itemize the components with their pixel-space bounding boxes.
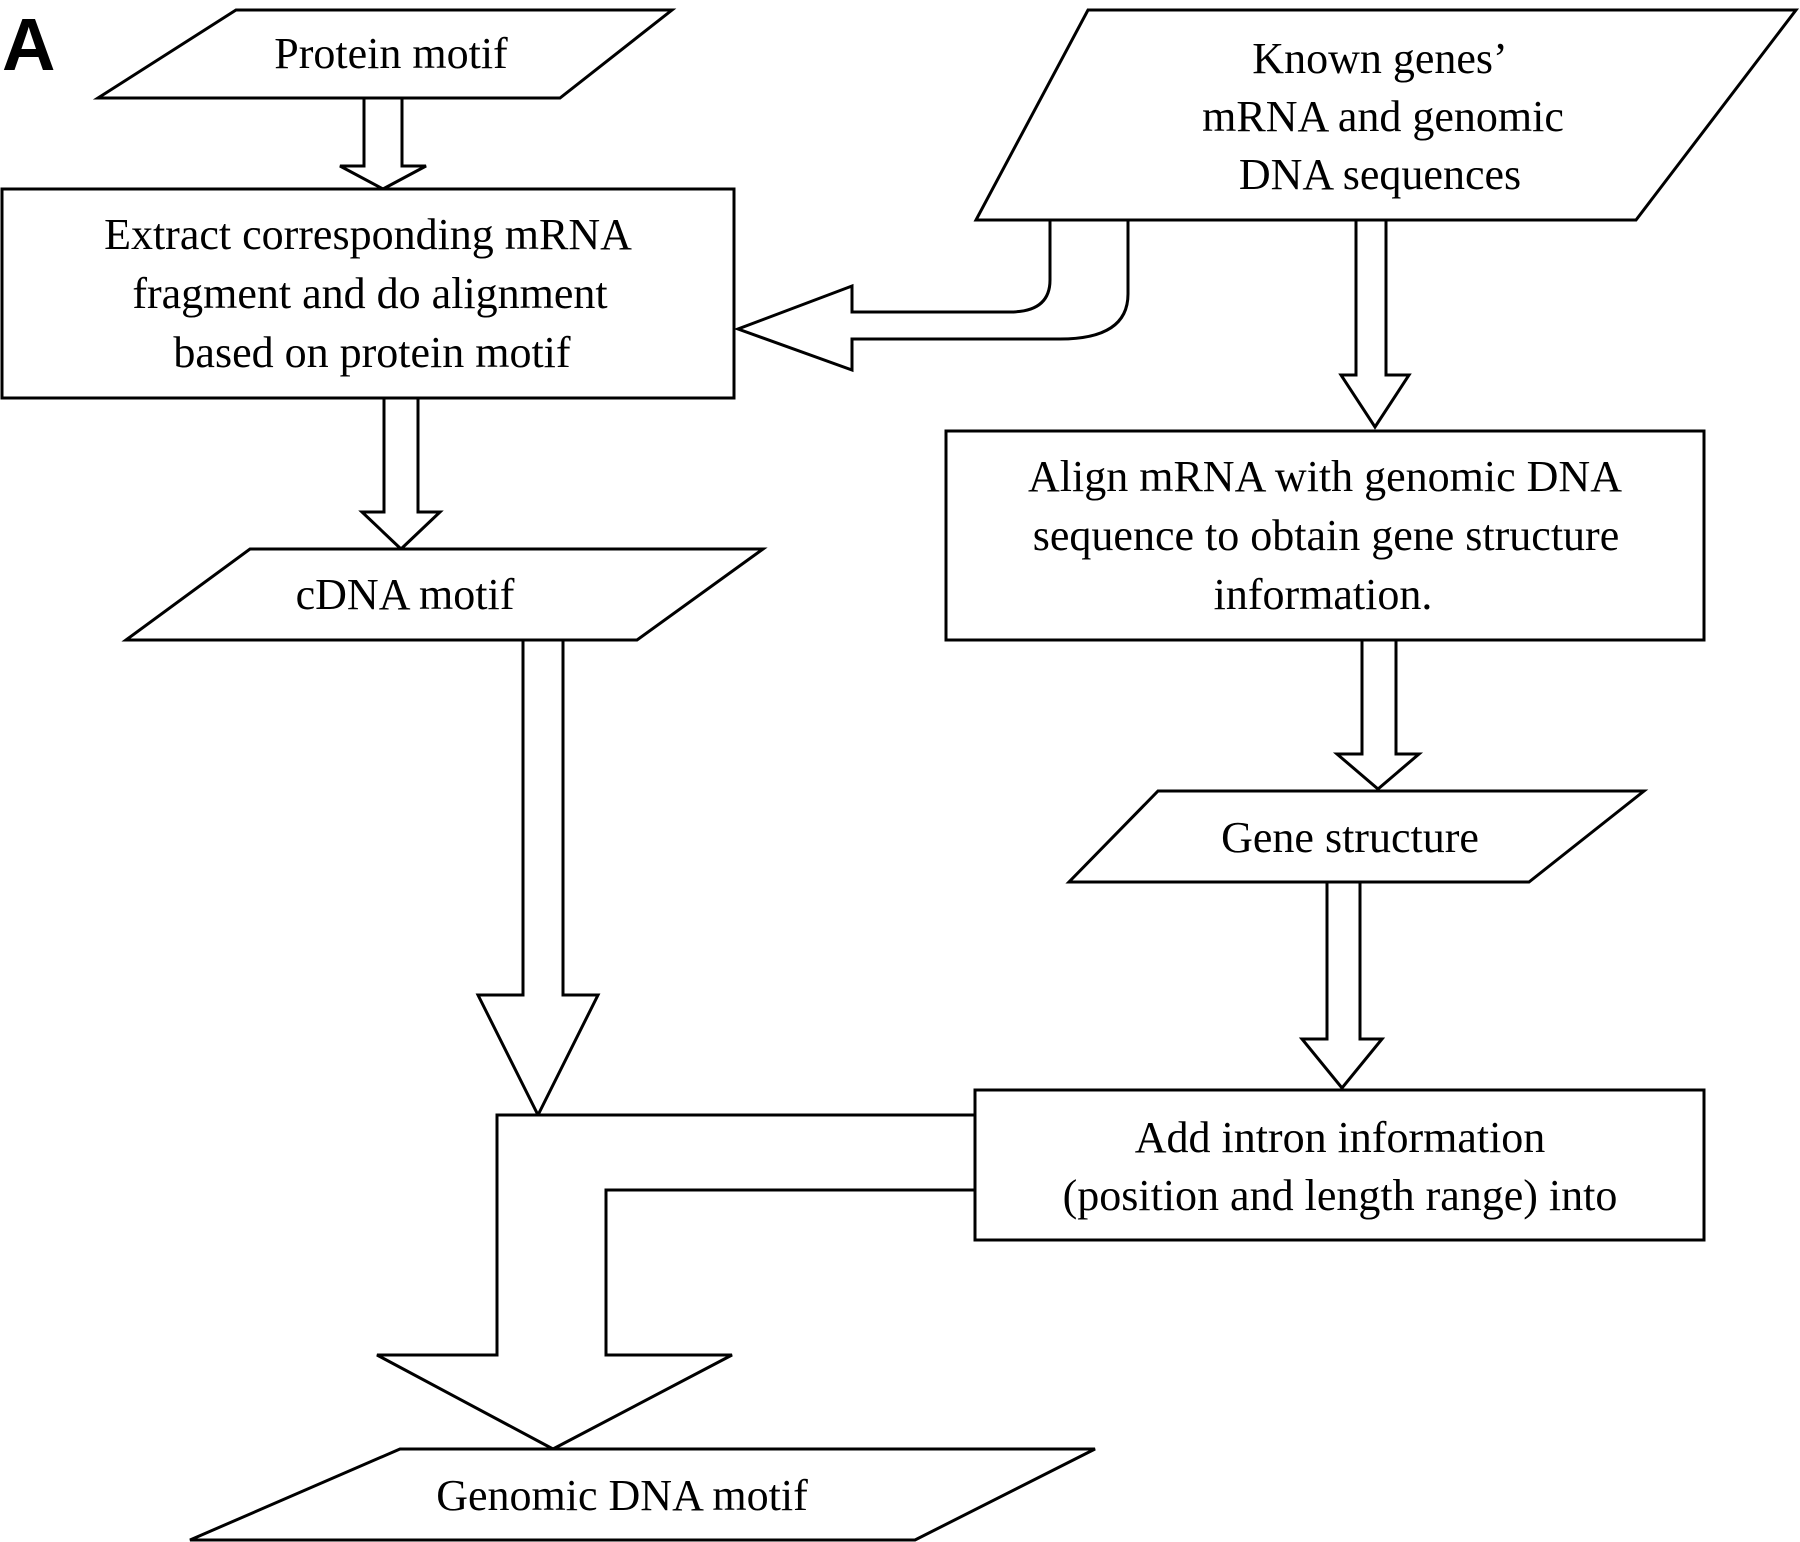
align-mrna-node (944, 429, 1706, 642)
known-genes-label-line1: Known genes’ (1252, 34, 1507, 83)
add-intron-node (973, 1088, 1706, 1242)
align-mrna-label-line3: information. (1214, 570, 1433, 619)
align-mrna-label-line2: sequence to obtain gene structure (1033, 511, 1619, 560)
arrow-protein-to-extract (339, 96, 427, 191)
add-intron-label-line2: (position and length range) into (1063, 1171, 1618, 1220)
arrow-merge-to-genomic-motif (376, 1113, 977, 1451)
known-genes-label-line2: mRNA and genomic (1202, 92, 1564, 141)
arrow-cdna-to-merge (475, 638, 601, 1119)
align-mrna-label-line1: Align mRNA with genomic DNA (1028, 452, 1622, 501)
gene-structure-label: Gene structure (1221, 813, 1479, 862)
cdna-motif-label: cDNA motif (296, 570, 515, 619)
extract-mrna-label-line3: based on protein motif (173, 328, 570, 377)
arrow-known-genes-to-extract (733, 218, 1130, 373)
extract-mrna-label-line2: fragment and do alignment (132, 269, 607, 318)
known-genes-node (973, 8, 1800, 222)
extract-mrna-label-line1: Extract corresponding mRNA (104, 210, 632, 259)
protein-motif-node (92, 8, 677, 100)
arrow-align-to-gene-structure (1332, 638, 1424, 791)
extract-mrna-node (0, 187, 736, 400)
known-genes-label-line3: DNA sequences (1239, 150, 1521, 199)
arrow-gene-structure-to-add-intron (1298, 878, 1386, 1091)
add-intron-label-line1: Add intron information (1135, 1113, 1546, 1162)
protein-motif-label: Protein motif (274, 29, 508, 78)
arrow-known-genes-to-align (1338, 218, 1412, 430)
genomic-dna-motif-node (189, 1447, 1096, 1542)
cdna-motif-node (121, 547, 768, 642)
panel-letter: A (2, 3, 55, 86)
gene-structure-node (1065, 789, 1649, 884)
genomic-dna-motif-label: Genomic DNA motif (436, 1471, 808, 1520)
arrow-extract-to-cdna (358, 396, 444, 552)
